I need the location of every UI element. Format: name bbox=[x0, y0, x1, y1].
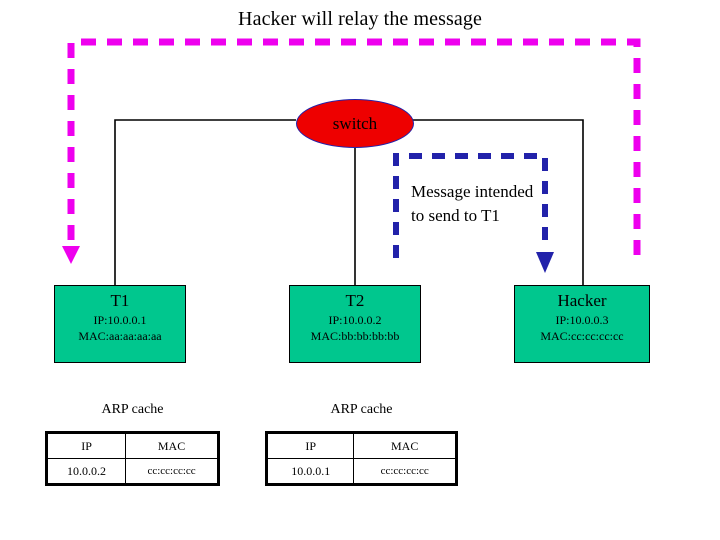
table-row: 10.0.0.2 cc:cc:cc:cc bbox=[45, 458, 219, 485]
host-t1-ip: IP:10.0.0.1 bbox=[93, 313, 147, 327]
host-node-hacker[interactable]: Hacker IP:10.0.0.3 MAC:cc:cc:cc:cc bbox=[514, 285, 650, 363]
arp-right-cell-mac: cc:cc:cc:cc bbox=[353, 458, 457, 485]
host-t2-name: T2 bbox=[345, 291, 365, 310]
message-path-arrowhead bbox=[536, 252, 554, 273]
arp-left-header-mac: MAC bbox=[125, 432, 219, 459]
switch-label: switch bbox=[332, 113, 378, 133]
arp-cache-table-t2: IP MAC 10.0.0.1 cc:cc:cc:cc bbox=[265, 431, 458, 486]
table-header-row: IP MAC bbox=[265, 432, 457, 459]
arp-left-cell-mac: cc:cc:cc:cc bbox=[125, 458, 219, 485]
relay-path-arrowhead bbox=[62, 246, 80, 264]
arp-right-header-ip: IP bbox=[265, 432, 355, 459]
wire-switch-to-t1 bbox=[114, 119, 296, 285]
host-hacker-mac: MAC:cc:cc:cc:cc bbox=[540, 329, 624, 343]
host-hacker-ip: IP:10.0.0.3 bbox=[555, 313, 609, 327]
arp-left-cell-ip: 10.0.0.2 bbox=[45, 458, 127, 485]
host-t2-ip: IP:10.0.0.2 bbox=[328, 313, 382, 327]
table-row: 10.0.0.1 cc:cc:cc:cc bbox=[265, 458, 457, 485]
arp-cache-title-t1: ARP cache bbox=[101, 402, 164, 417]
switch-node[interactable]: switch bbox=[296, 99, 414, 148]
host-t1-mac: MAC:aa:aa:aa:aa bbox=[78, 329, 162, 343]
host-node-t1[interactable]: T1 IP:10.0.0.1 MAC:aa:aa:aa:aa bbox=[54, 285, 186, 363]
arp-right-header-mac: MAC bbox=[353, 432, 457, 459]
table-header-row: IP MAC bbox=[45, 432, 219, 459]
host-node-t2[interactable]: T2 IP:10.0.0.2 MAC:bb:bb:bb:bb bbox=[289, 285, 421, 363]
page-title: Hacker will relay the message bbox=[238, 8, 482, 30]
relay-path-magenta bbox=[67, 38, 641, 255]
arp-right-cell-ip: 10.0.0.1 bbox=[265, 458, 355, 485]
arp-cache-table-t1: IP MAC 10.0.0.2 cc:cc:cc:cc bbox=[45, 431, 220, 486]
arp-left-header-ip: IP bbox=[45, 432, 127, 459]
host-t2-mac: MAC:bb:bb:bb:bb bbox=[310, 329, 400, 343]
host-hacker-name: Hacker bbox=[557, 291, 607, 310]
host-t1-name: T1 bbox=[110, 291, 130, 310]
message-caption: Message intended to send to T1 bbox=[411, 182, 534, 225]
arp-cache-title-t2: ARP cache bbox=[330, 402, 393, 417]
